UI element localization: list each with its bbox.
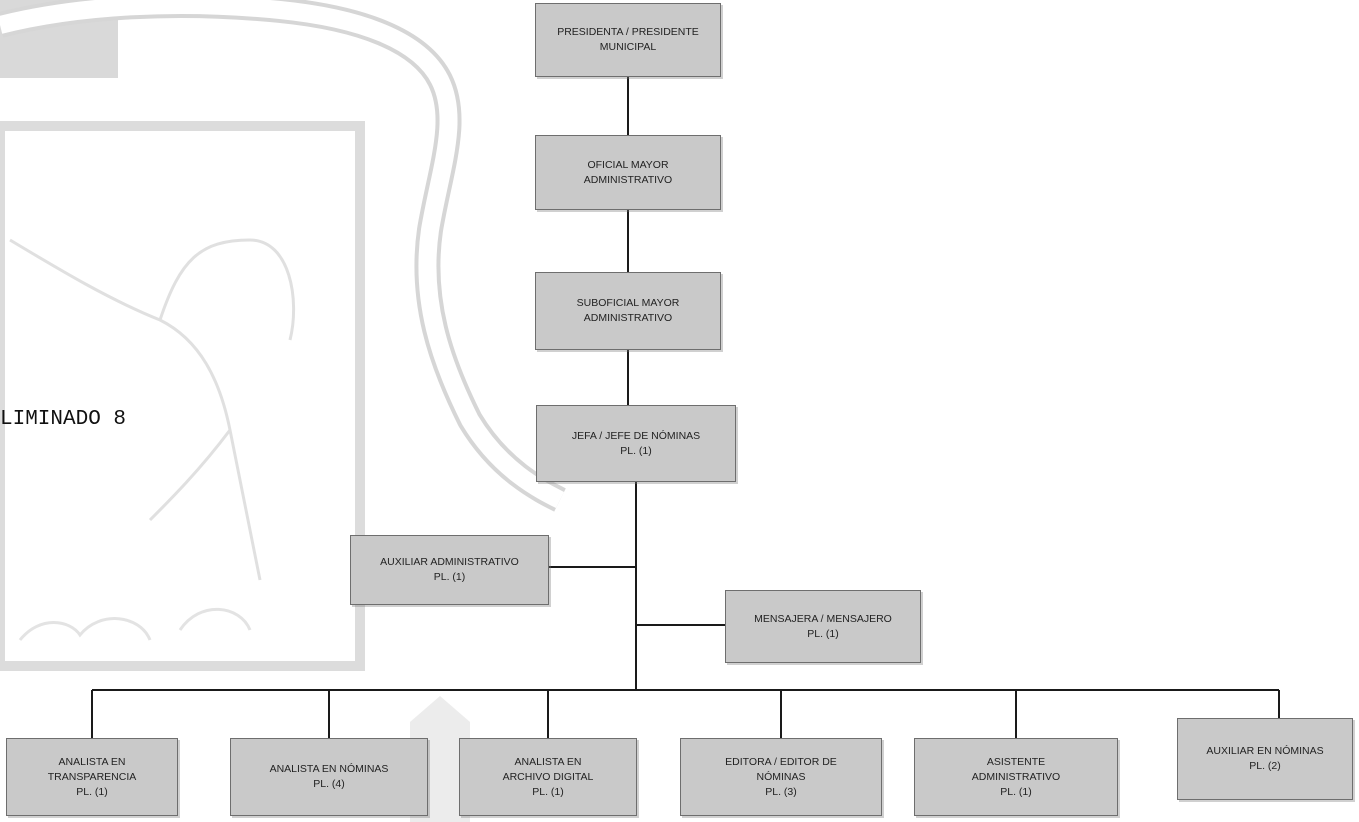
node-label: AUXILIAR ADMINISTRATIVO xyxy=(380,556,519,568)
node-editor-nominas: EDITORA / EDITOR DE NÓMINAS PL. (3) xyxy=(680,738,882,816)
node-oficial-mayor: OFICIAL MAYOR ADMINISTRATIVO xyxy=(535,135,721,210)
node-label: PL. (1) xyxy=(532,785,564,798)
node-label: OFICIAL MAYOR xyxy=(587,158,669,171)
node-mensajero: MENSAJERA / MENSAJERO PL. (1) xyxy=(725,590,921,663)
node-label: ARCHIVO DIGITAL xyxy=(502,770,594,783)
node-asistente-administrativo: ASISTENTE ADMINISTRATIVO PL. (1) xyxy=(914,738,1118,816)
node-label: PL. (1) xyxy=(807,627,839,640)
node-label: PL. (1) xyxy=(76,785,108,798)
node-jefe-nominas: JEFA / JEFE DE NÓMINAS PL. (1) xyxy=(536,405,736,482)
node-analista-nominas: ANALISTA EN NÓMINAS PL. (4) xyxy=(230,738,428,816)
node-label: TRANSPARENCIA xyxy=(47,770,137,783)
node-auxiliar-administrativo: AUXILIAR ADMINISTRATIVO PL. (1) xyxy=(350,535,549,605)
watermark-clouds xyxy=(18,607,252,641)
node-auxiliar-nominas: AUXILIAR EN NÓMINAS PL. (2) xyxy=(1177,718,1353,800)
node-analista-archivo-digital: ANALISTA EN ARCHIVO DIGITAL PL. (1) xyxy=(459,738,637,816)
node-label: JEFA / JEFE DE NÓMINAS xyxy=(571,429,701,442)
node-label: ADMINISTRATIVO xyxy=(583,173,673,186)
node-label: MUNICIPAL xyxy=(599,41,657,53)
node-label: NÓMINAS xyxy=(756,770,806,783)
watermark-wavy-border-inner xyxy=(0,0,565,509)
node-label: MENSAJERA / MENSAJERO xyxy=(754,612,892,625)
node-label: AUXILIAR EN NÓMINAS xyxy=(1206,745,1324,757)
node-label: ADMINISTRATIVO xyxy=(971,770,1061,783)
node-label: SUBOFICIAL MAYOR xyxy=(576,297,680,309)
node-label: PL. (1) xyxy=(620,444,652,457)
redaction-stamp: LIMINADO 8 xyxy=(0,408,127,431)
node-label: ANALISTA EN NÓMINAS xyxy=(269,763,389,775)
node-label: PRESIDENTA / PRESIDENTE xyxy=(557,26,699,38)
watermark-fish xyxy=(9,238,296,581)
node-analista-transparencia: ANALISTA EN TRANSPARENCIA PL. (1) xyxy=(6,738,178,816)
node-presidente-municipal: PRESIDENTA / PRESIDENTE MUNICIPAL xyxy=(535,3,721,77)
node-label: PL. (2) xyxy=(1249,760,1281,772)
node-suboficial-mayor: SUBOFICIAL MAYOR ADMINISTRATIVO xyxy=(535,272,721,350)
node-label: ASISTENTE xyxy=(986,755,1046,768)
node-label: ADMINISTRATIVO xyxy=(583,312,673,324)
node-label: EDITORA / EDITOR DE xyxy=(725,755,837,768)
node-label: PL. (1) xyxy=(433,571,466,583)
node-label: PL. (1) xyxy=(1000,785,1032,798)
node-label: ANALISTA EN xyxy=(58,755,126,768)
node-label: PL. (3) xyxy=(765,785,797,798)
node-label: ANALISTA EN xyxy=(514,755,582,768)
node-label: PL. (4) xyxy=(313,778,345,790)
watermark-frame xyxy=(0,121,365,671)
